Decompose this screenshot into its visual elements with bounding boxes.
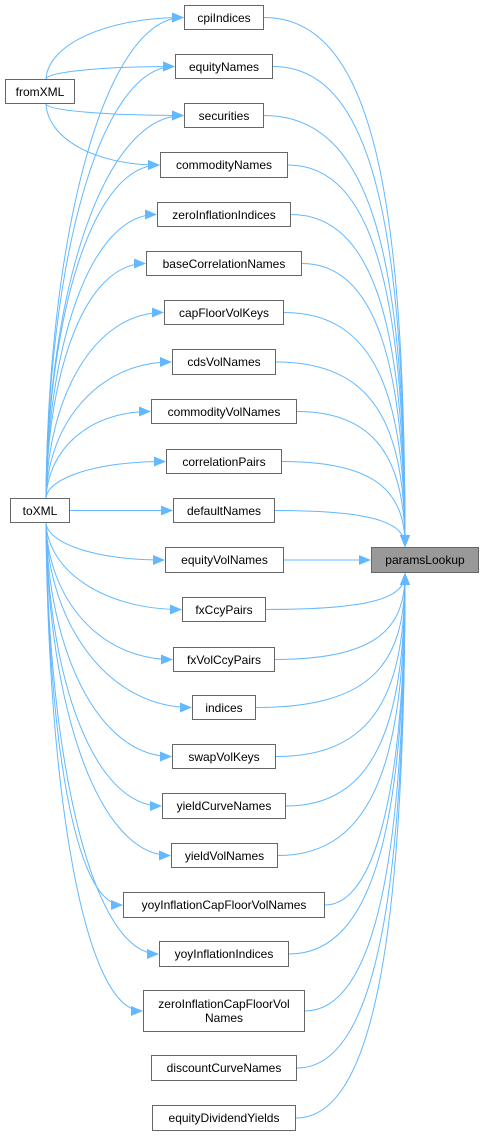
edge-capFloorVolKeys-to-paramsLookup (283, 312, 410, 547)
node-capFloorVolKeys[interactable]: capFloorVolKeys (164, 300, 284, 325)
edge-equityNames-to-paramsLookup (272, 66, 410, 547)
node-yoyInflationCapFloorVolNames[interactable]: yoyInflationCapFloorVolNames (123, 892, 325, 918)
node-discountCurveNames[interactable]: discountCurveNames (151, 1055, 297, 1081)
edge-toXML-to-fxCcyPairs (45, 522, 182, 615)
node-cpiIndices[interactable]: cpiIndices (184, 5, 264, 30)
node-cdsVolNames[interactable]: cdsVolNames (172, 349, 276, 375)
node-baseCorrelationNames[interactable]: baseCorrelationNames (146, 251, 302, 276)
edge-toXML-to-commodityNames (45, 160, 160, 499)
node-toXML[interactable]: toXML (10, 498, 70, 523)
edge-toXML-to-cdsVolNames (45, 357, 172, 499)
edge-discountCurveNames-to-paramsLookup (296, 573, 410, 1069)
node-defaultNames[interactable]: defaultNames (173, 498, 275, 523)
edge-securities-to-paramsLookup (263, 115, 410, 547)
edge-fromXML-to-equityNames (45, 61, 175, 80)
edge-cpiIndices-to-paramsLookup (263, 17, 410, 547)
edge-toXML-to-swapVolKeys (45, 522, 172, 762)
edge-baseCorrelationNames-to-paramsLookup (301, 263, 410, 547)
edge-toXML-to-fxVolCcyPairs (45, 522, 173, 665)
edge-yieldCurveNames-to-paramsLookup (285, 573, 410, 807)
edge-indices-to-paramsLookup (255, 573, 410, 708)
node-commodityNames[interactable]: commodityNames (160, 152, 288, 178)
edge-toXML-to-yieldVolNames (45, 522, 171, 861)
edge-correlationPairs-to-paramsLookup (281, 461, 410, 547)
node-swapVolKeys[interactable]: swapVolKeys (172, 744, 276, 769)
edge-toXML-to-commodityVolNames (45, 406, 151, 499)
edge-toXML-to-equityVolNames (45, 522, 165, 565)
node-zeroInflationIndices[interactable]: zeroInflationIndices (157, 202, 291, 227)
node-fxCcyPairs[interactable]: fxCcyPairs (182, 597, 266, 622)
node-yieldVolNames[interactable]: yieldVolNames (171, 843, 278, 868)
node-indices[interactable]: indices (192, 695, 256, 720)
edge-toXML-to-equityNames (45, 61, 175, 499)
node-equityNames[interactable]: equityNames (175, 54, 273, 79)
edge-toXML-to-zeroInflationCapFloorVolNames (45, 522, 143, 1016)
edge-toXML-to-correlationPairs (45, 456, 166, 499)
edge-toXML-to-yoyInflationIndices (45, 522, 159, 959)
edge-fxVolCcyPairs-to-paramsLookup (274, 573, 410, 660)
node-fromXML[interactable]: fromXML (5, 79, 75, 104)
node-yoyInflationIndices[interactable]: yoyInflationIndices (159, 941, 289, 967)
node-correlationPairs[interactable]: correlationPairs (166, 449, 282, 474)
edge-commodityNames-to-paramsLookup (287, 164, 410, 547)
edge-toXML-to-baseCorrelationNames (45, 258, 146, 499)
edge-toXML-to-zeroInflationIndices (45, 209, 157, 499)
edge-toXML-to-yieldCurveNames (45, 522, 162, 811)
edge-toXML-to-indices (45, 522, 192, 713)
node-securities[interactable]: securities (184, 103, 264, 128)
edge-equityDividendYields-to-paramsLookup (295, 573, 410, 1119)
edge-fromXML-to-commodityNames (45, 103, 160, 170)
edge-swapVolKeys-to-paramsLookup (275, 573, 410, 757)
node-commodityVolNames[interactable]: commodityVolNames (151, 399, 297, 424)
edge-commodityVolNames-to-paramsLookup (296, 411, 410, 547)
node-equityDividendYields[interactable]: equityDividendYields (152, 1105, 296, 1131)
edge-zeroInflationIndices-to-paramsLookup (290, 214, 410, 547)
edge-yieldVolNames-to-paramsLookup (277, 573, 410, 856)
edge-fromXML-to-securities (45, 103, 184, 121)
node-yieldCurveNames[interactable]: yieldCurveNames (162, 793, 286, 819)
node-equityVolNames[interactable]: equityVolNames (165, 547, 284, 573)
node-paramsLookup[interactable]: paramsLookup (371, 547, 479, 573)
edge-cdsVolNames-to-paramsLookup (275, 361, 410, 547)
node-fxVolCcyPairs[interactable]: fxVolCcyPairs (173, 647, 275, 672)
node-zeroInflationCapFloorVolNames[interactable]: zeroInflationCapFloorVol Names (143, 990, 305, 1032)
edge-fromXML-to-cpiIndices (45, 12, 184, 80)
edge-fxCcyPairs-to-paramsLookup (265, 573, 410, 610)
edge-toXML-to-capFloorVolKeys (45, 307, 164, 499)
edge-defaultNames-to-paramsLookup (274, 510, 410, 547)
